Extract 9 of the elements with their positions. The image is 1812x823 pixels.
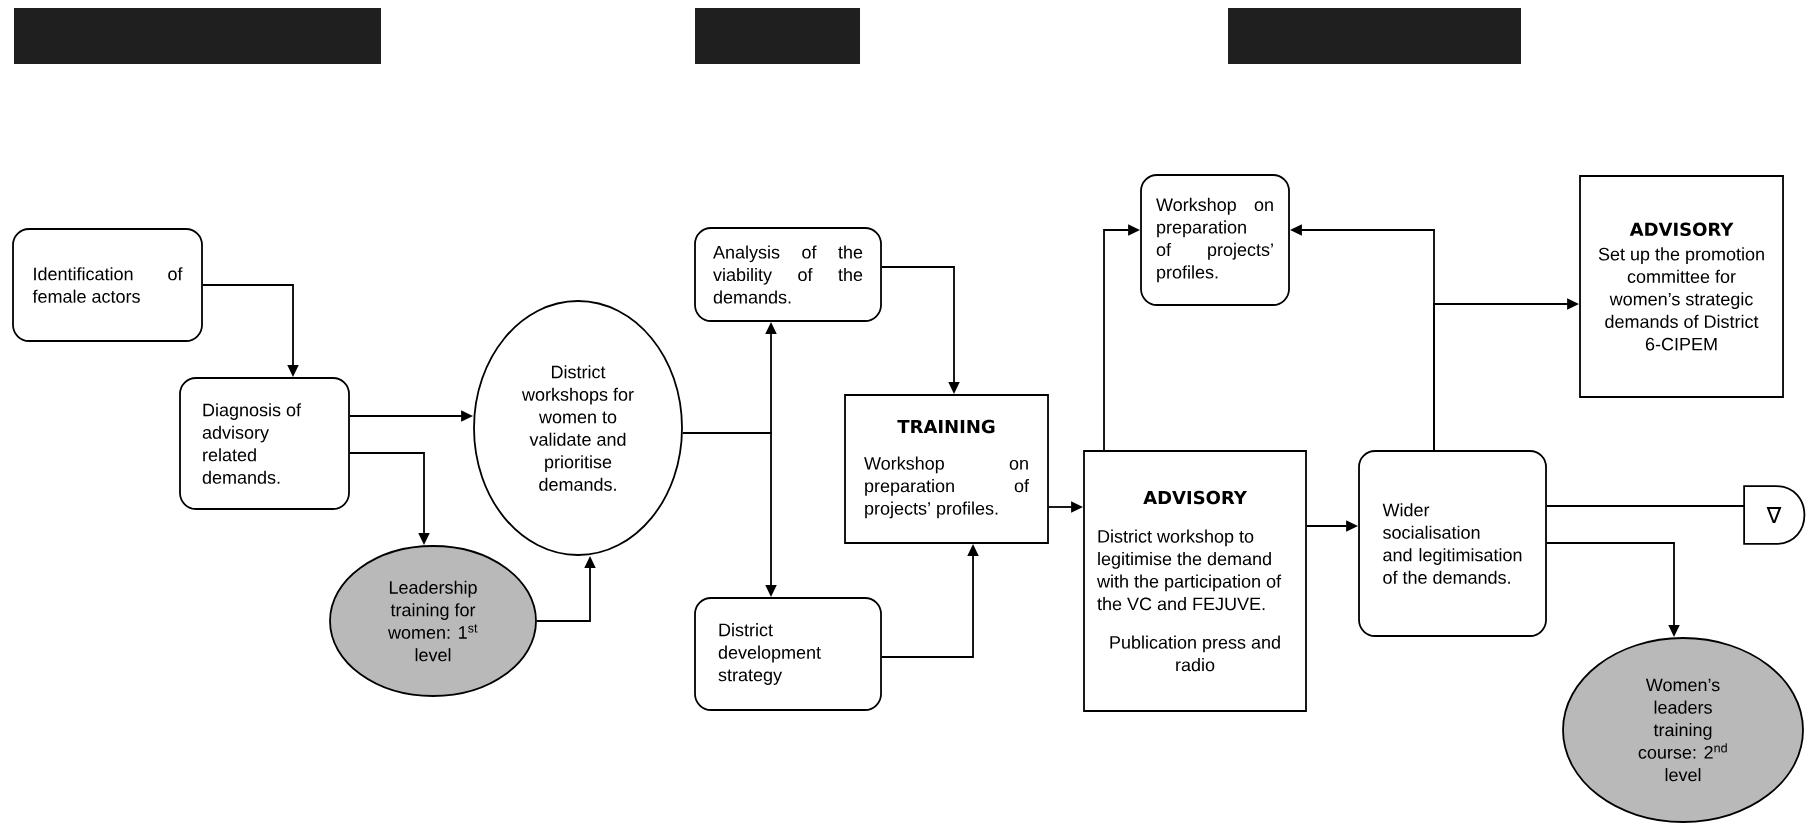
process-box: ADVISORY District workshop to legitimise the demand with the participation of the VC and FEJUVE. Publication press and radio — [1083, 450, 1307, 712]
process-box: Diagnosis of advisory related demands. — [179, 377, 350, 510]
process-box: District development strategy — [694, 597, 882, 711]
process-box: Workshop on preparation of projects’ profiles. — [1140, 174, 1290, 306]
process-box: Wider socialisation and legitimisation of the demands. — [1358, 450, 1547, 637]
process-box: Analysis of the viability of the demands. — [694, 227, 882, 322]
process-box: Identification of female actors — [12, 228, 203, 342]
process-box: ADVISORY Set up the promotion committee for women’s strategic demands of District 6-CIPEM — [1579, 175, 1784, 398]
process-box: TRAINING Workshop on preparation of projects’ profiles. — [844, 394, 1049, 544]
